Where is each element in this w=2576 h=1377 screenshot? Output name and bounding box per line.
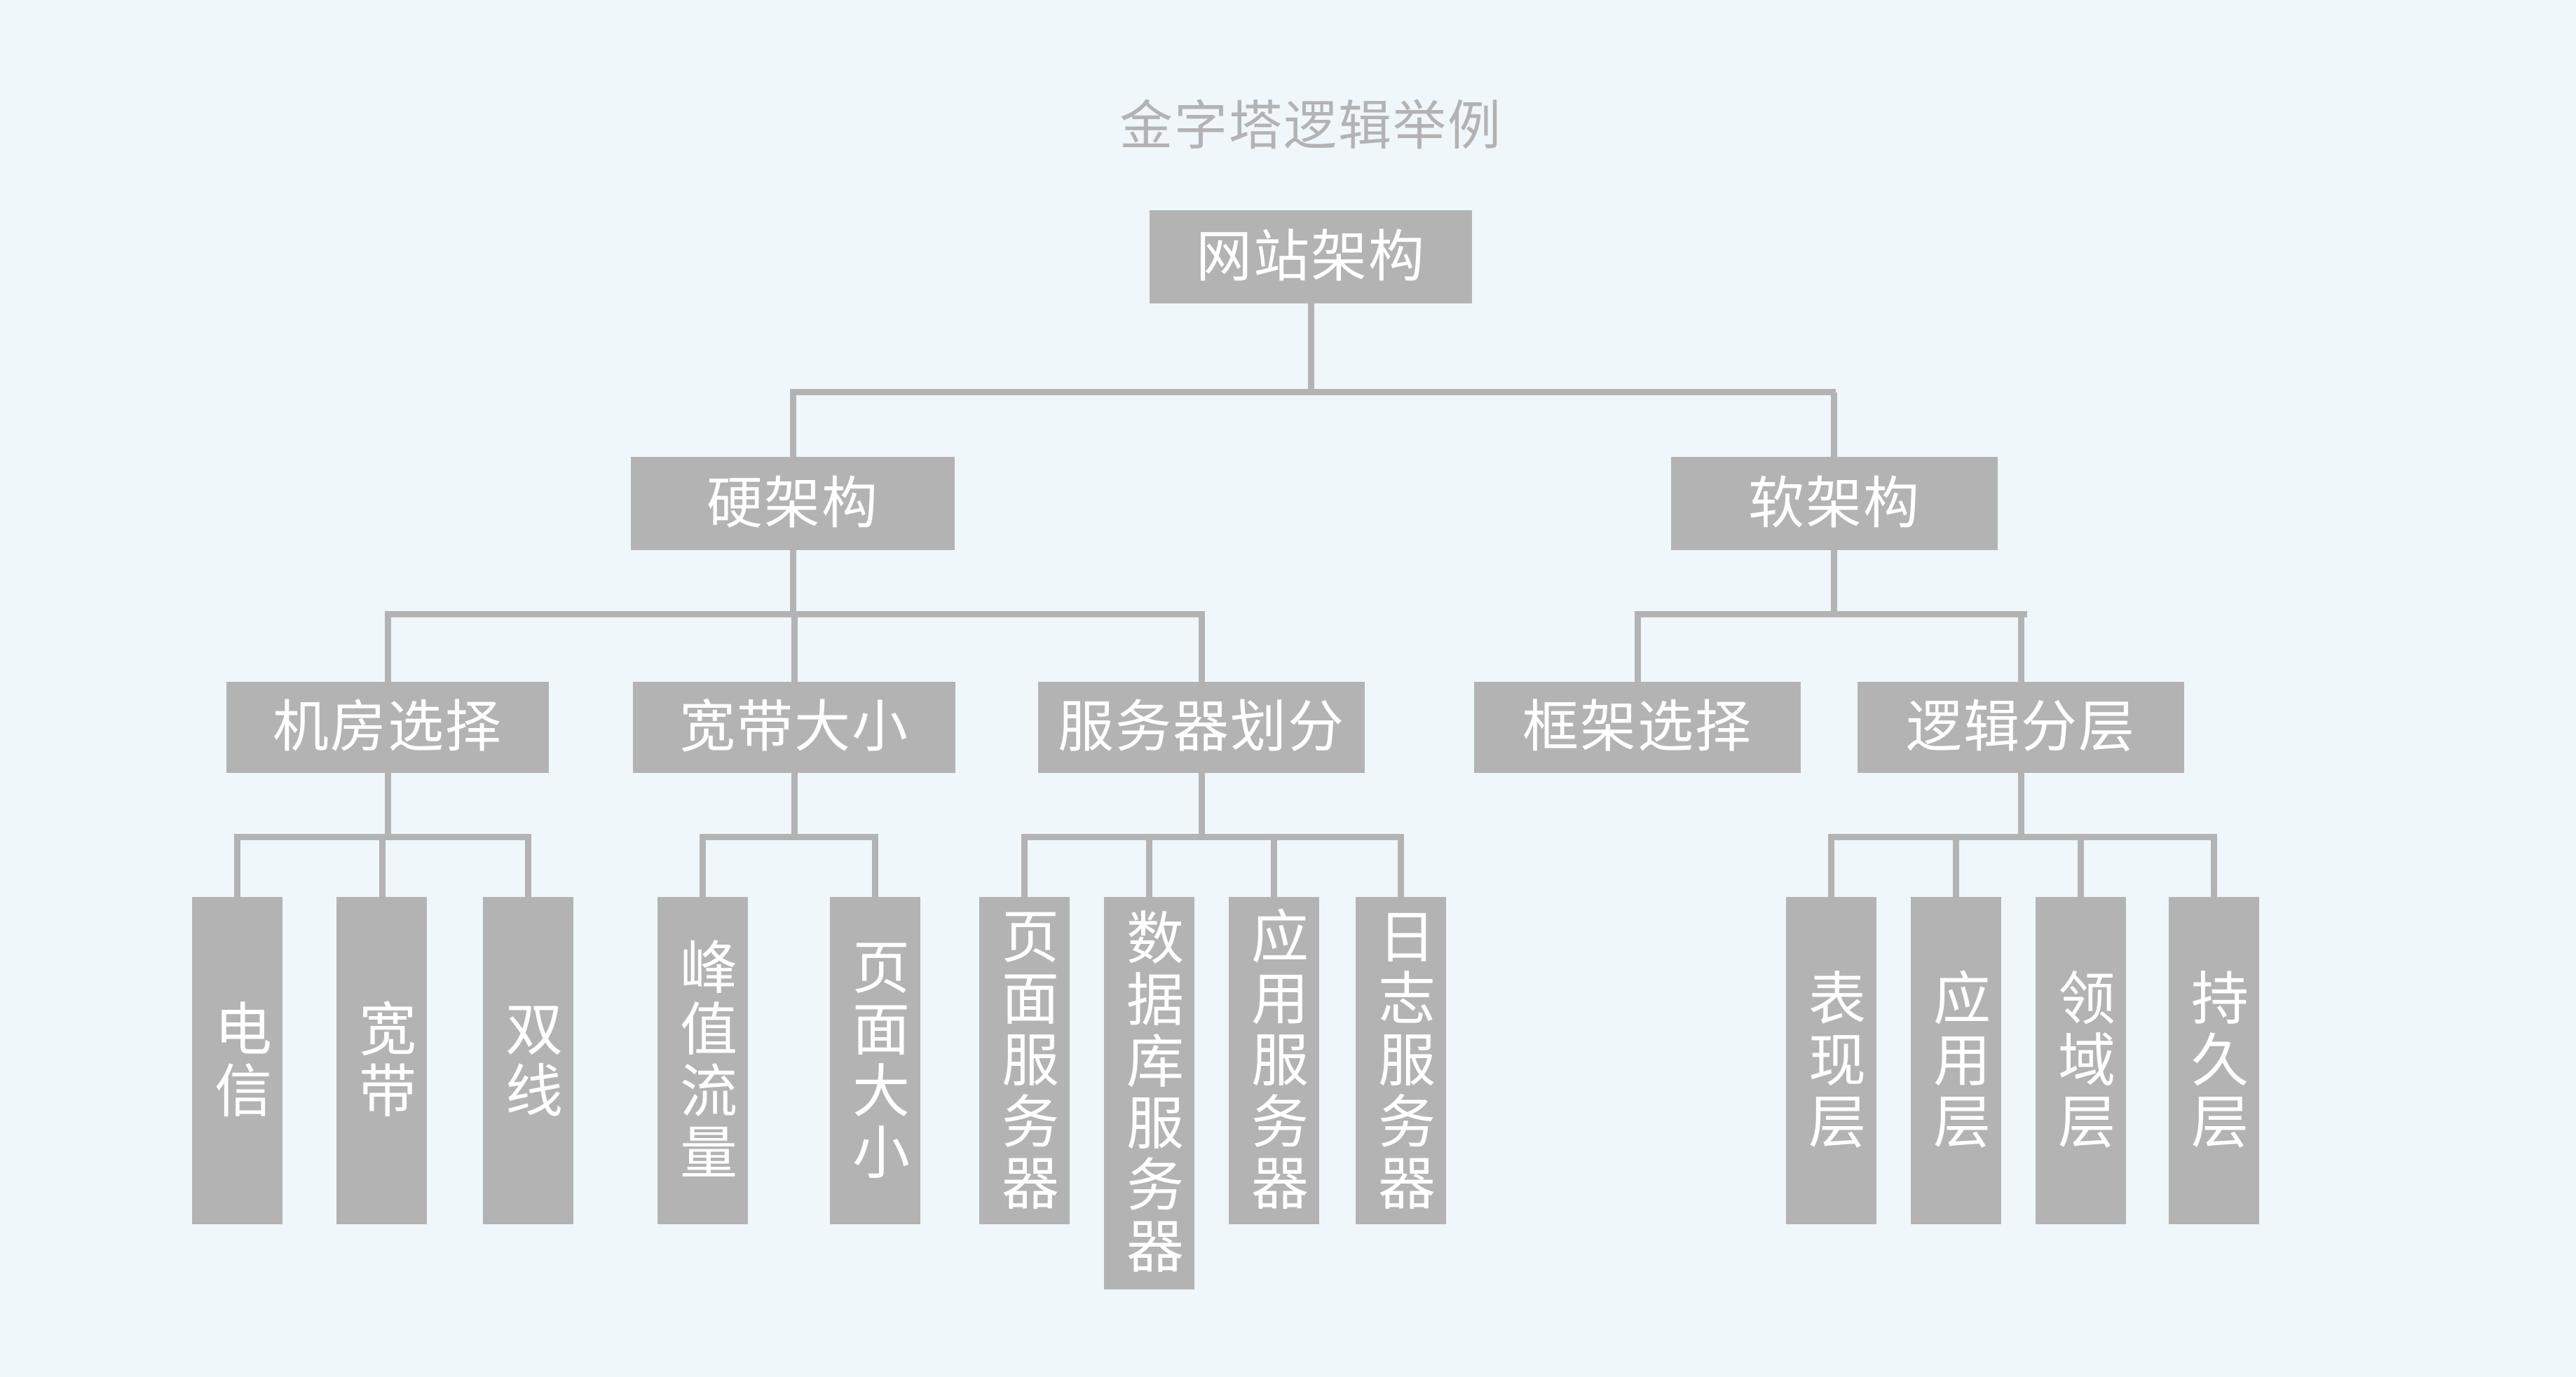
edge-hard-trunk: [790, 550, 796, 615]
edge-logical-layering-rail: [1828, 834, 2217, 840]
node-logical-layering: 逻辑分层: [1858, 682, 2184, 773]
node-label: 宽带大小: [679, 696, 909, 758]
node-domain-layer: 领域层: [2036, 897, 2126, 1224]
edge-bandwidth-trunk: [791, 773, 798, 837]
node-broadband: 宽带: [336, 897, 427, 1224]
node-label: 框架选择: [1522, 696, 1752, 758]
node-database-server: 数据库服务器: [1104, 897, 1194, 1289]
node-bandwidth-size: 宽带大小: [633, 682, 955, 773]
edge-to-log-server: [1398, 838, 1404, 897]
node-label: 应用服务器: [1242, 906, 1307, 1215]
node-website-architecture: 网站架构: [1150, 210, 1472, 303]
edge-to-page-server: [1021, 838, 1028, 897]
edge-server-division-rail: [1021, 834, 1404, 840]
edge-to-presentation-layer: [1828, 838, 1834, 897]
node-label: 网站架构: [1196, 225, 1426, 288]
node-application-server: 应用服务器: [1229, 897, 1319, 1224]
edge-to-bandwidth-size: [791, 615, 798, 682]
edge-to-soft-architecture: [1831, 392, 1837, 457]
edge-soft-trunk: [1831, 550, 1837, 615]
node-label: 数据库服务器: [1117, 908, 1182, 1278]
edge-bandwidth-rail: [700, 834, 878, 840]
edge-root-trunk: [1308, 303, 1314, 392]
edge-hard-rail: [385, 611, 1205, 617]
edge-logical-layering-trunk: [2018, 773, 2024, 837]
edge-to-persistence-layer: [2211, 838, 2217, 897]
node-framework-selection: 框架选择: [1474, 682, 1801, 773]
node-persistence-layer: 持久层: [2169, 897, 2259, 1224]
node-server-room-selection: 机房选择: [226, 682, 549, 773]
edge-to-broadband: [379, 838, 386, 897]
edge-to-page-size: [872, 838, 878, 897]
edge-server-room-trunk: [385, 773, 391, 837]
node-telecom: 电信: [192, 897, 282, 1224]
node-log-server: 日志服务器: [1356, 897, 1446, 1224]
edge-to-peak-traffic: [700, 838, 706, 897]
node-label: 峰值流量: [671, 937, 735, 1184]
node-label: 服务器划分: [1058, 696, 1345, 758]
node-presentation-layer: 表现层: [1786, 897, 1876, 1224]
edge-to-logical-layering: [2018, 615, 2024, 682]
diagram-title: 金字塔逻辑举例: [1119, 97, 1502, 156]
node-label: 日志服务器: [1369, 906, 1433, 1215]
node-label: 领域层: [2049, 968, 2113, 1153]
node-label: 双线: [496, 999, 561, 1123]
node-soft-architecture: 软架构: [1671, 457, 1998, 550]
edge-to-server-division: [1199, 615, 1205, 682]
node-label: 软架构: [1748, 472, 1921, 535]
edge-to-application-server: [1271, 838, 1277, 897]
node-hard-architecture: 硬架构: [631, 457, 955, 550]
node-label: 硬架构: [707, 472, 879, 535]
node-server-division: 服务器划分: [1038, 682, 1365, 773]
node-label: 应用层: [1924, 968, 1989, 1153]
node-page-size: 页面大小: [830, 897, 920, 1224]
node-label: 电信: [205, 999, 270, 1123]
edge-to-framework-selection: [1635, 615, 1641, 682]
edge-server-room-rail: [234, 834, 531, 840]
node-page-server: 页面服务器: [979, 897, 1070, 1224]
edge-root-rail: [790, 389, 1836, 395]
node-label: 页面服务器: [993, 906, 1057, 1215]
edge-to-telecom: [234, 838, 240, 897]
node-label: 宽带: [350, 999, 414, 1123]
node-peak-traffic: 峰值流量: [657, 897, 748, 1224]
node-dual-line: 双线: [483, 897, 573, 1224]
node-label: 机房选择: [273, 696, 503, 758]
edge-server-division-trunk: [1199, 773, 1205, 837]
node-label: 逻辑分层: [1906, 696, 2136, 758]
edge-to-dual-line: [525, 838, 531, 897]
node-label: 表现层: [1799, 968, 1864, 1153]
edge-to-server-room-selection: [385, 615, 391, 682]
edge-to-hard-architecture: [790, 392, 796, 457]
edge-to-domain-layer: [2078, 838, 2084, 897]
edge-to-database-server: [1146, 838, 1152, 897]
edge-to-application-layer: [1953, 838, 1959, 897]
node-application-layer: 应用层: [1911, 897, 2001, 1224]
edge-soft-rail: [1635, 611, 2027, 617]
node-label: 持久层: [2182, 968, 2247, 1153]
node-label: 页面大小: [843, 937, 908, 1184]
